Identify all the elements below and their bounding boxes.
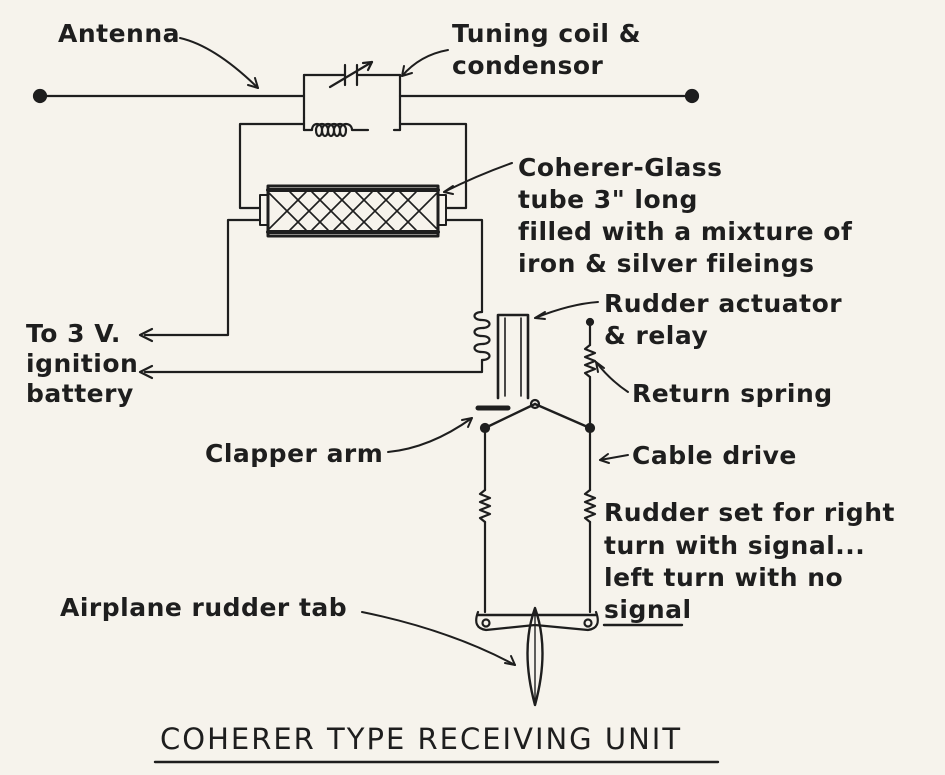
coherer-label-line3: filled with a mixture of [518, 217, 853, 246]
actuator-label-line2: & relay [604, 321, 709, 350]
coherer-tube-icon [259, 184, 447, 238]
cable-leader [599, 454, 629, 461]
relay-coil-icon [473, 310, 491, 364]
leader-lines [153, 37, 720, 764]
rudder-set-label-line1: Rudder set for right [604, 498, 895, 527]
coherer-leader [443, 162, 513, 193]
antenna-wire [32, 88, 700, 104]
rudder-set-label-line2: turn with signal... [604, 531, 866, 560]
return-spring-label: Return spring [632, 379, 833, 408]
battery-circuit-wires [138, 218, 484, 380]
rudder-set-label-line4: signal [604, 595, 692, 624]
coherer-label-line1: Coherer-Glass [518, 153, 723, 182]
clapper-leader [387, 417, 473, 453]
tuning-coil-icon [302, 116, 402, 138]
battery-label-line3: battery [26, 379, 134, 408]
tuning-leader [401, 49, 449, 77]
tuning-condenser-icon [302, 60, 402, 120]
tuning-label-line1: Tuning coil & [452, 19, 642, 48]
actuator-label-line1: Rudder actuator [604, 289, 843, 318]
battery-label-line2: ignition [26, 349, 139, 378]
rudder-tab-icon [475, 606, 599, 707]
rudder-set-label-line3: left turn with no [604, 563, 844, 592]
battery-label-line1: To 3 V. [26, 319, 121, 348]
antenna-leader [179, 37, 259, 89]
coherer-label-line4: iron & silver fileings [518, 249, 815, 278]
clapper-arm-label: Clapper arm [205, 439, 384, 468]
return-spring-icon [583, 317, 597, 430]
tuning-to-coherer-wires [238, 122, 468, 210]
cable-drive-label: Cable drive [632, 441, 797, 470]
rudder-tab-leader [361, 611, 516, 666]
coherer-label-line2: tube 3" long [518, 185, 698, 214]
rudder-actuator-icon [496, 313, 530, 400]
rudder-tab-label: Airplane rudder tab [60, 593, 348, 622]
diagram-title: COHERER TYPE RECEIVING UNIT [160, 722, 683, 756]
tuning-label-line2: condensor [452, 51, 604, 80]
actuator-leader [534, 301, 599, 319]
clapper-arm-icon [475, 398, 596, 434]
antenna-label: Antenna [58, 19, 181, 48]
cable-drive-icon [478, 426, 597, 614]
